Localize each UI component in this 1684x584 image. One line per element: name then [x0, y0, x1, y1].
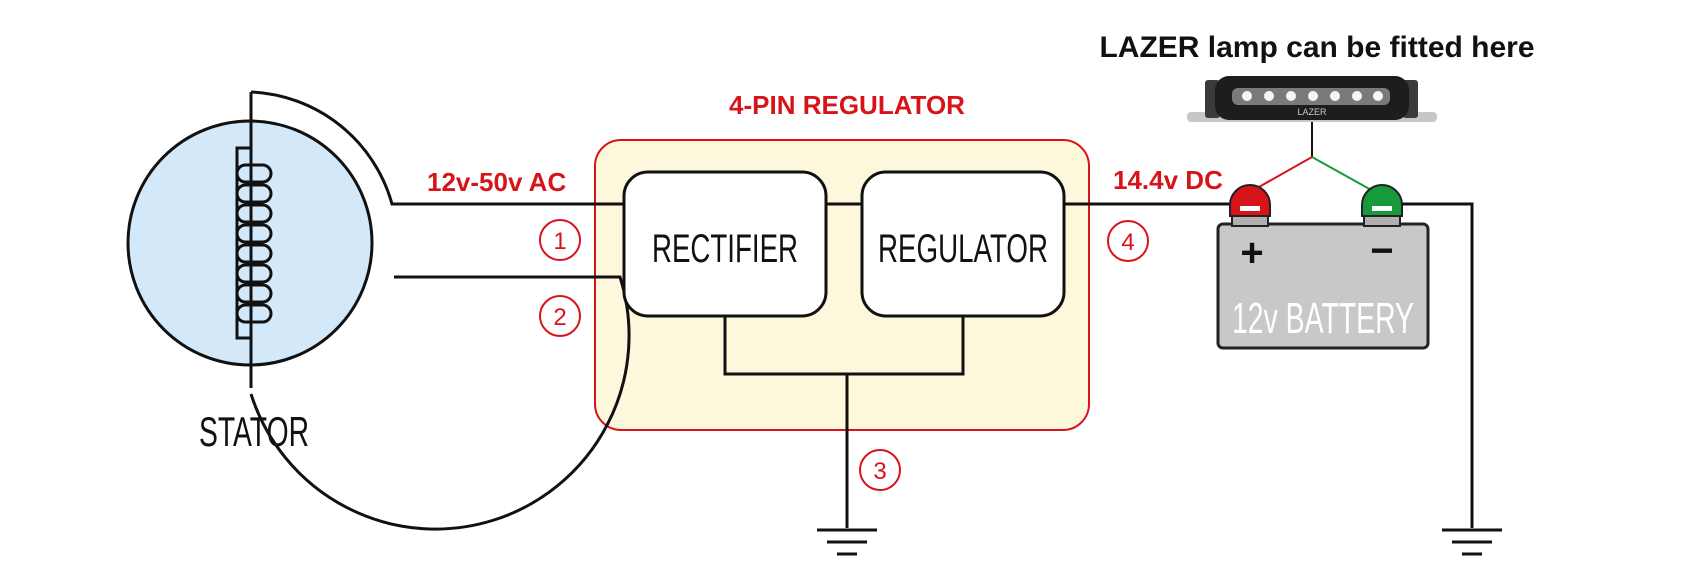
pin-4-marker: 4	[1107, 220, 1149, 262]
battery-minus-sign: −	[1370, 229, 1393, 273]
rectifier-label: RECTIFIER	[652, 227, 798, 271]
pin-3-marker: 3	[859, 449, 901, 491]
svg-text:3: 3	[873, 458, 886, 485]
battery-label: 12v BATTERY	[1232, 294, 1414, 343]
negative-terminal-icon	[1361, 184, 1403, 227]
battery-plus-sign: +	[1240, 231, 1263, 275]
lamp-label: LAZER lamp can be fitted here	[1099, 31, 1534, 64]
lamp-brand: LAZER	[1297, 107, 1327, 117]
lazer-lamp-image: LAZER	[1187, 76, 1437, 122]
coil-icon	[235, 163, 273, 324]
stator	[126, 90, 631, 531]
ac-voltage-label: 12v-50v AC	[427, 167, 566, 197]
svg-text:2: 2	[553, 304, 566, 331]
dc-voltage-label: 14.4v DC	[1113, 165, 1223, 195]
stator-arm	[249, 90, 631, 531]
positive-terminal-icon	[1229, 184, 1271, 227]
stator-frame	[235, 92, 253, 388]
ground-symbol-battery	[1442, 528, 1502, 556]
battery-ground-wire	[1402, 202, 1474, 528]
ground-bus	[723, 316, 965, 528]
pin-1-marker: 1	[539, 219, 581, 261]
battery-body	[1216, 222, 1430, 350]
regulator-title: 4-PIN REGULATOR	[729, 90, 965, 120]
svg-text:1: 1	[553, 228, 566, 255]
stator-label: STATOR	[199, 408, 309, 455]
pin-2-marker: 2	[539, 295, 581, 337]
svg-text:4: 4	[1121, 229, 1134, 256]
regulator-label: REGULATOR	[878, 227, 1048, 271]
ground-symbol-regulator	[817, 528, 877, 556]
